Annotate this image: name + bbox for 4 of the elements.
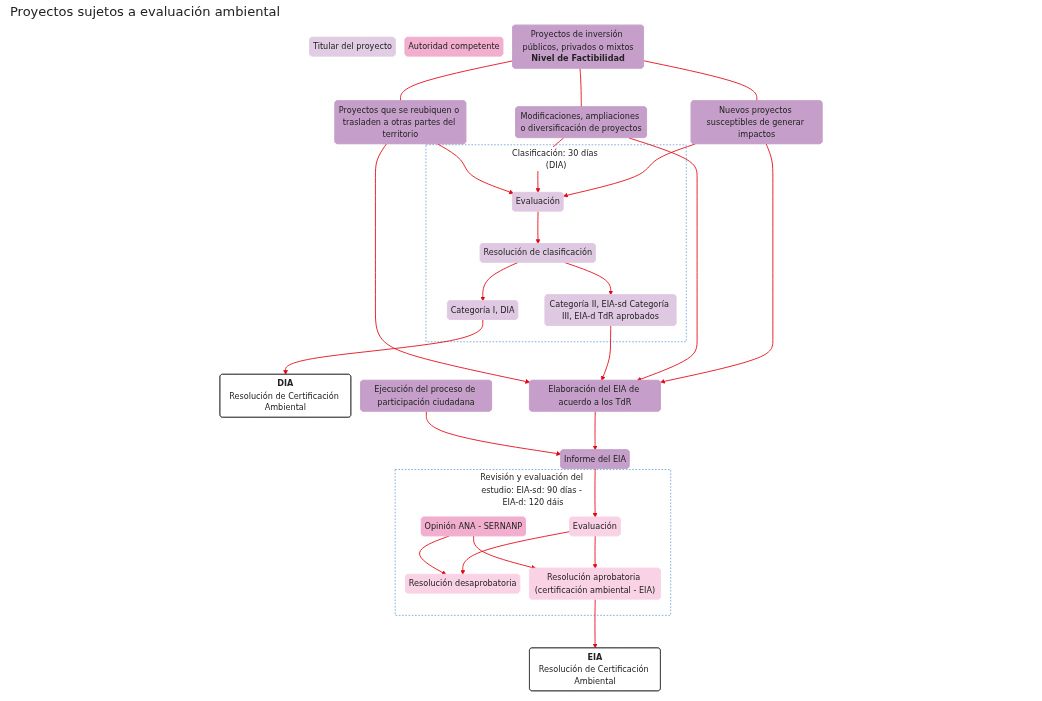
note-text: Proyectos sujetos a evaluación ambiental: [9, 3, 282, 21]
connector: [643, 60, 758, 102]
connector: [579, 68, 582, 108]
connector: [400, 60, 514, 102]
